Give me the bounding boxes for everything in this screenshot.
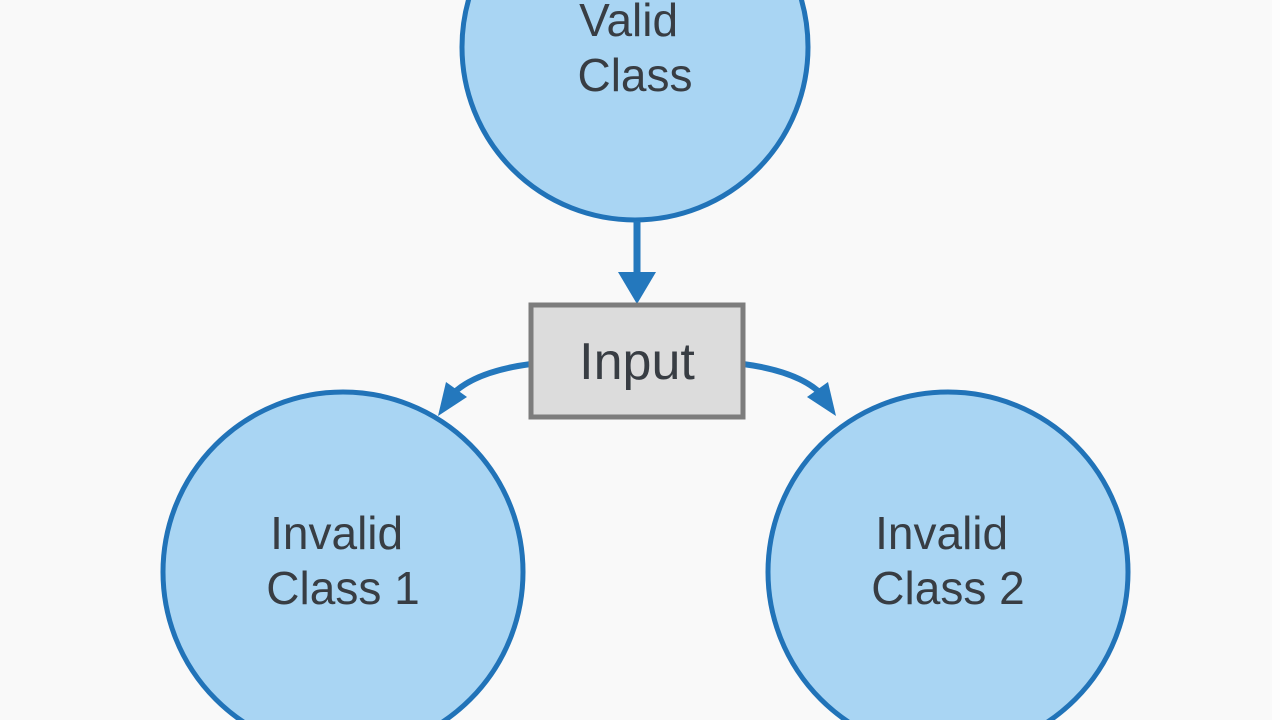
- valid-class-circle: [459, 0, 811, 223]
- node-invalid-class-2: Invalid Class 2: [765, 389, 1131, 720]
- edge-input-to-invalid2: [742, 361, 836, 416]
- invalid-class-2-label-line1: Invalid: [875, 507, 1008, 559]
- invalid-class-2-circle: [765, 389, 1131, 720]
- invalid-class-2-label-line2: Class 2: [871, 562, 1024, 614]
- edge-input-to-invalid1: [438, 361, 532, 416]
- node-invalid-class-1: Invalid Class 1: [160, 389, 526, 720]
- node-valid-class: Valid Class: [459, 0, 811, 223]
- edge-input-to-invalid2-arrowhead-icon: [807, 382, 836, 416]
- right-edge-strip: [1272, 0, 1280, 720]
- invalid-class-1-circle: [160, 389, 526, 720]
- invalid-class-1-label-line2: Class 1: [266, 562, 419, 614]
- edge-valid-to-input: [618, 221, 656, 304]
- edge-input-to-invalid1-arrowhead-icon: [438, 382, 467, 416]
- invalid-class-2-label: Invalid Class 2: [871, 507, 1024, 614]
- valid-class-label-line1: Valid: [579, 0, 678, 46]
- invalid-class-1-label-line1: Invalid: [270, 507, 403, 559]
- input-label: Input: [579, 333, 695, 391]
- invalid-class-1-label: Invalid Class 1: [266, 507, 419, 614]
- valid-class-label: Valid Class: [577, 0, 692, 101]
- edge-valid-to-input-arrowhead-icon: [618, 272, 656, 304]
- node-input: Input: [528, 302, 746, 420]
- input-box: [528, 302, 746, 420]
- valid-class-label-line2: Class: [577, 49, 692, 101]
